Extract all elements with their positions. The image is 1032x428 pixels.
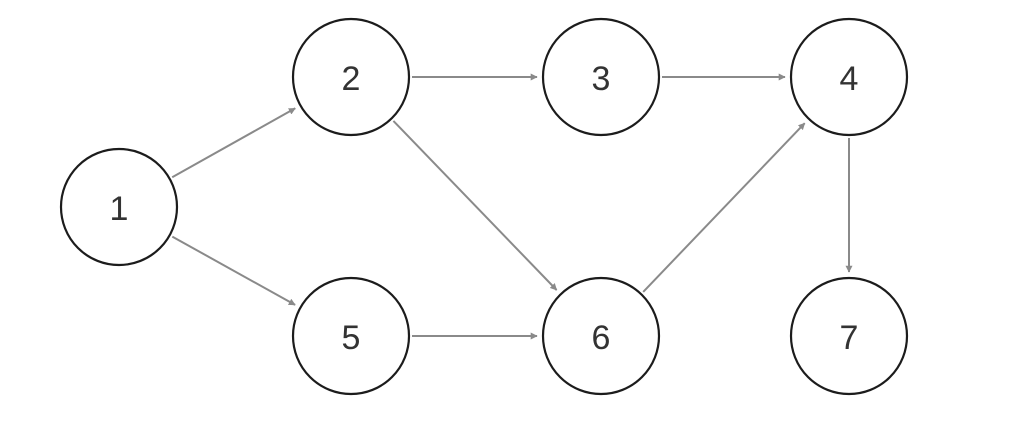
node-3: 3 xyxy=(541,17,661,137)
edge-6-4 xyxy=(642,122,806,293)
edge-2-6 xyxy=(392,120,558,291)
node-circle xyxy=(789,17,909,137)
node-7: 7 xyxy=(789,276,909,396)
node-label: 2 xyxy=(342,60,361,98)
node-label: 3 xyxy=(592,60,611,98)
edge-1-5 xyxy=(171,235,296,306)
node-circle xyxy=(789,276,909,396)
node-1: 1 xyxy=(59,147,179,267)
node-label: 5 xyxy=(342,319,361,357)
node-circle xyxy=(291,276,411,396)
node-layer: 1 2 3 4 5 6 7 xyxy=(59,17,909,396)
node-circle xyxy=(59,147,179,267)
node-circle xyxy=(541,17,661,137)
node-2: 2 xyxy=(291,17,411,137)
node-label: 7 xyxy=(840,319,859,357)
node-label: 1 xyxy=(110,190,129,228)
edge-1-2 xyxy=(171,107,296,179)
node-label: 6 xyxy=(592,319,611,357)
node-5: 5 xyxy=(291,276,411,396)
edge-layer xyxy=(171,73,853,340)
node-circle xyxy=(541,276,661,396)
node-label: 4 xyxy=(840,60,859,98)
node-6: 6 xyxy=(541,276,661,396)
node-4: 4 xyxy=(789,17,909,137)
node-circle xyxy=(291,17,411,137)
